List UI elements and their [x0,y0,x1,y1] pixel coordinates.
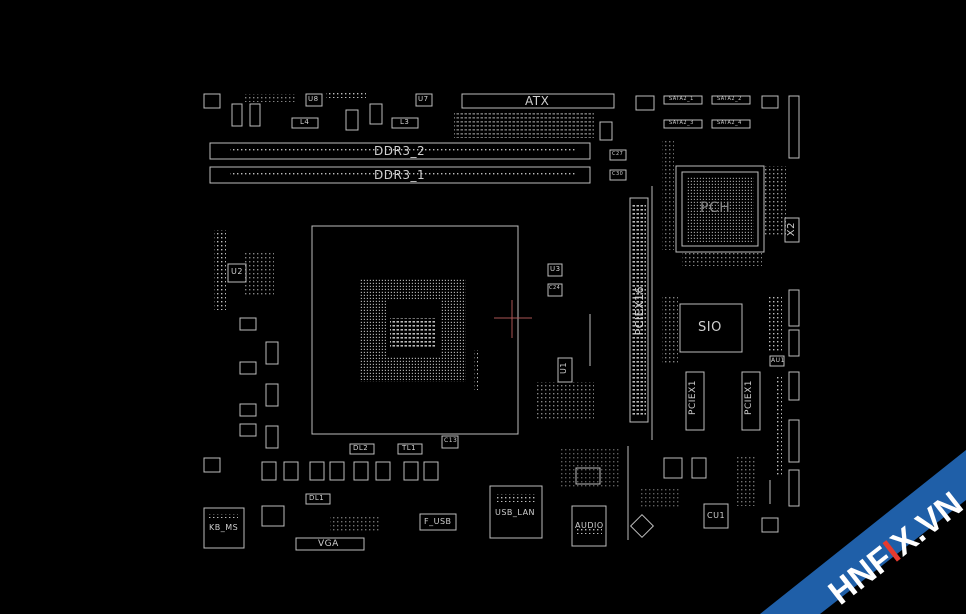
u8-label: U8 [308,95,319,103]
cpu-socket [311,225,519,435]
pciex1-slot-1 [685,371,705,431]
l3-label: L3 [400,118,410,126]
vga-connector [295,537,365,551]
sata2-3 [663,119,703,129]
dl2-label: DL2 [353,444,369,452]
audio-label: AUDIO [575,521,604,530]
atx-label: ATX [525,94,550,108]
u2-label: U2 [231,267,243,276]
sata2-3-label: SATA2_3 [669,120,694,126]
sata2-1 [663,95,703,105]
u1-label: U1 [559,362,568,374]
pch-label: PCH [700,200,731,216]
kb-ms-connector [203,507,245,549]
c30-label: C30 [612,171,624,177]
sio-chip [679,303,743,353]
usb-lan-label: USB_LAN [495,508,536,517]
pciex16-slot [629,197,649,423]
ddr3-1-label: DDR3_1 [374,168,426,182]
ddr3-1-slot [209,166,591,184]
usb-lan-connector [489,485,543,539]
x2-label: X2 [786,222,797,237]
pciex1-1-label: PCIEX1 [688,380,698,415]
sata2-1-label: SATA2_1 [669,96,694,102]
tl1-label: TL1 [402,444,417,452]
c27-label: C27 [612,151,624,157]
ddr3-2-label: DDR3_2 [374,144,426,158]
f-usb-header [419,513,457,531]
u7-label: U7 [418,95,429,103]
atx-connector [461,93,615,109]
c24-label: C24 [549,285,561,291]
pciex16-label: PCIEX16 [633,286,646,336]
sata2-2-label: SATA2_2 [717,96,742,102]
sio-label: SIO [698,320,722,335]
dl1-label: DL1 [309,494,325,502]
pciex1-slot-2 [741,371,761,431]
au1-label: AU1 [771,357,785,364]
audio-connector [571,505,607,547]
c13-label: C13 [444,437,458,444]
cu1-label: CU1 [707,511,726,520]
sata2-2 [711,95,751,105]
l4-label: L4 [300,118,310,126]
sata2-4 [711,119,751,129]
u3-label: U3 [550,265,561,273]
sata2-4-label: SATA2_4 [717,120,742,126]
f-usb-label: F_USB [424,517,452,526]
vga-label: VGA [318,539,339,549]
ddr3-2-slot [209,142,591,160]
kb-ms-label: KB_MS [209,523,239,532]
pciex1-2-label: PCIEX1 [744,380,754,415]
